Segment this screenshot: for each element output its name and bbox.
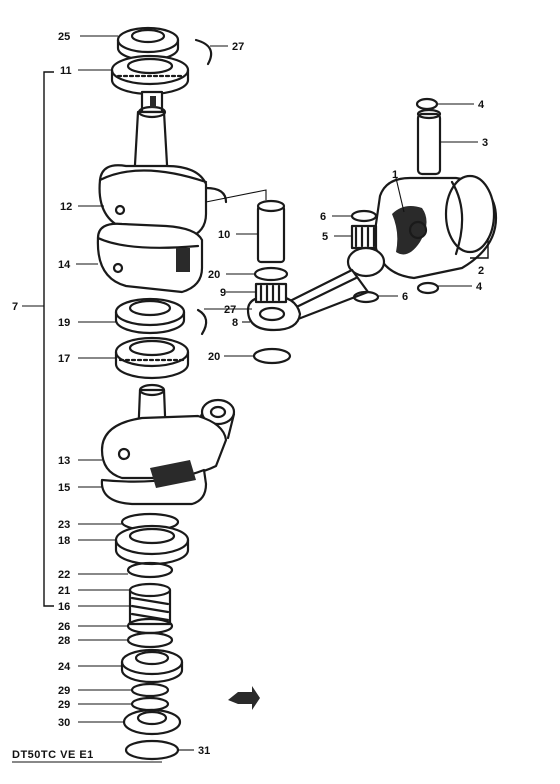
callout-3: 3: [482, 137, 488, 149]
callout-21: 21: [58, 585, 70, 597]
callout-20-bottom: 20: [208, 351, 220, 363]
callout-14: 14: [58, 259, 71, 271]
part-small-end-bearing: [350, 209, 378, 250]
part-piston-pin: [416, 108, 442, 176]
part-clip-top: [415, 97, 439, 111]
part-ring-31: [124, 739, 180, 761]
callout-6-top: 6: [320, 211, 326, 223]
callout-4-top: 4: [478, 99, 485, 111]
callout-labels: 25 27 11 4 3 1 12 6 10 5 2 14 20 4 9 6 7…: [12, 31, 488, 757]
callout-23: 23: [58, 519, 70, 531]
callout-4-bottom: 4: [476, 281, 483, 293]
crankshaft-assembly: [96, 26, 236, 761]
callout-29-top: 29: [58, 685, 70, 697]
piston-rod-assembly: [246, 97, 498, 365]
part-clip-bottom: [416, 281, 440, 295]
part-washer-20-bottom: [252, 347, 292, 365]
callout-7: 7: [12, 301, 18, 313]
part-washer-bottom: [352, 290, 380, 304]
callout-10: 10: [218, 229, 230, 241]
callout-27-top: 27: [232, 41, 244, 53]
part-bearing-top: [110, 54, 190, 96]
callout-30: 30: [58, 717, 70, 729]
part-bottom-seal-30: [122, 708, 182, 736]
part-lower-web-13: [100, 414, 228, 480]
leader-lines: [76, 35, 478, 751]
callout-25: 25: [58, 31, 70, 43]
part-ring-29b: [130, 696, 170, 712]
part-crank-pin: [190, 398, 236, 440]
callout-24: 24: [58, 661, 71, 673]
part-drive-gear: [128, 582, 172, 626]
callout-19: 19: [58, 317, 70, 329]
part-middle-bearing: [114, 336, 190, 380]
part-upper-shaft: [132, 90, 170, 184]
piston-bracket: [470, 238, 489, 259]
part-circlip-middle: [196, 308, 208, 336]
part-counterweight-15: [100, 460, 208, 506]
part-piston: [372, 174, 498, 280]
callout-15: 15: [58, 482, 70, 494]
part-lower-crank-web: [96, 222, 204, 294]
callout-28: 28: [58, 635, 70, 647]
callout-22: 22: [58, 569, 70, 581]
part-middle-oil-seal: [114, 297, 186, 335]
part-upper-crank-web: [98, 164, 228, 240]
part-bottom-bearing-24: [120, 648, 184, 684]
part-lower-bearing: [114, 512, 190, 566]
part-big-end-bearing: [254, 282, 288, 304]
callout-18: 18: [58, 535, 70, 547]
callout-2: 2: [478, 265, 484, 277]
callout-11: 11: [60, 65, 72, 77]
part-circlip-top: [194, 38, 213, 66]
direction-arrow-icon: [228, 686, 260, 710]
callout-16: 16: [58, 601, 70, 613]
callout-5: 5: [322, 231, 328, 243]
callout-27-middle: 27: [224, 304, 236, 316]
callout-26: 26: [58, 621, 70, 633]
callout-9: 9: [220, 287, 226, 299]
callout-20-top: 20: [208, 269, 220, 281]
model-code-label: DT50TC VE E1: [12, 749, 94, 761]
assembly-bracket: [43, 71, 54, 607]
callout-31: 31: [198, 745, 210, 757]
callout-12: 12: [60, 201, 72, 213]
part-ring-29a: [130, 682, 170, 698]
part-crank-pin-10: [256, 199, 286, 264]
part-oil-seal-top: [116, 26, 180, 62]
callout-8: 8: [232, 317, 238, 329]
callout-17: 17: [58, 353, 70, 365]
callout-29-bottom: 29: [58, 699, 70, 711]
callout-6-bottom: 6: [402, 291, 408, 303]
part-washer-20-top: [253, 266, 289, 282]
part-ring-28: [126, 631, 174, 649]
part-connecting-rod: [246, 246, 386, 332]
callout-13: 13: [58, 455, 70, 467]
part-ring-22: [126, 561, 174, 579]
callout-1: 1: [392, 169, 398, 181]
